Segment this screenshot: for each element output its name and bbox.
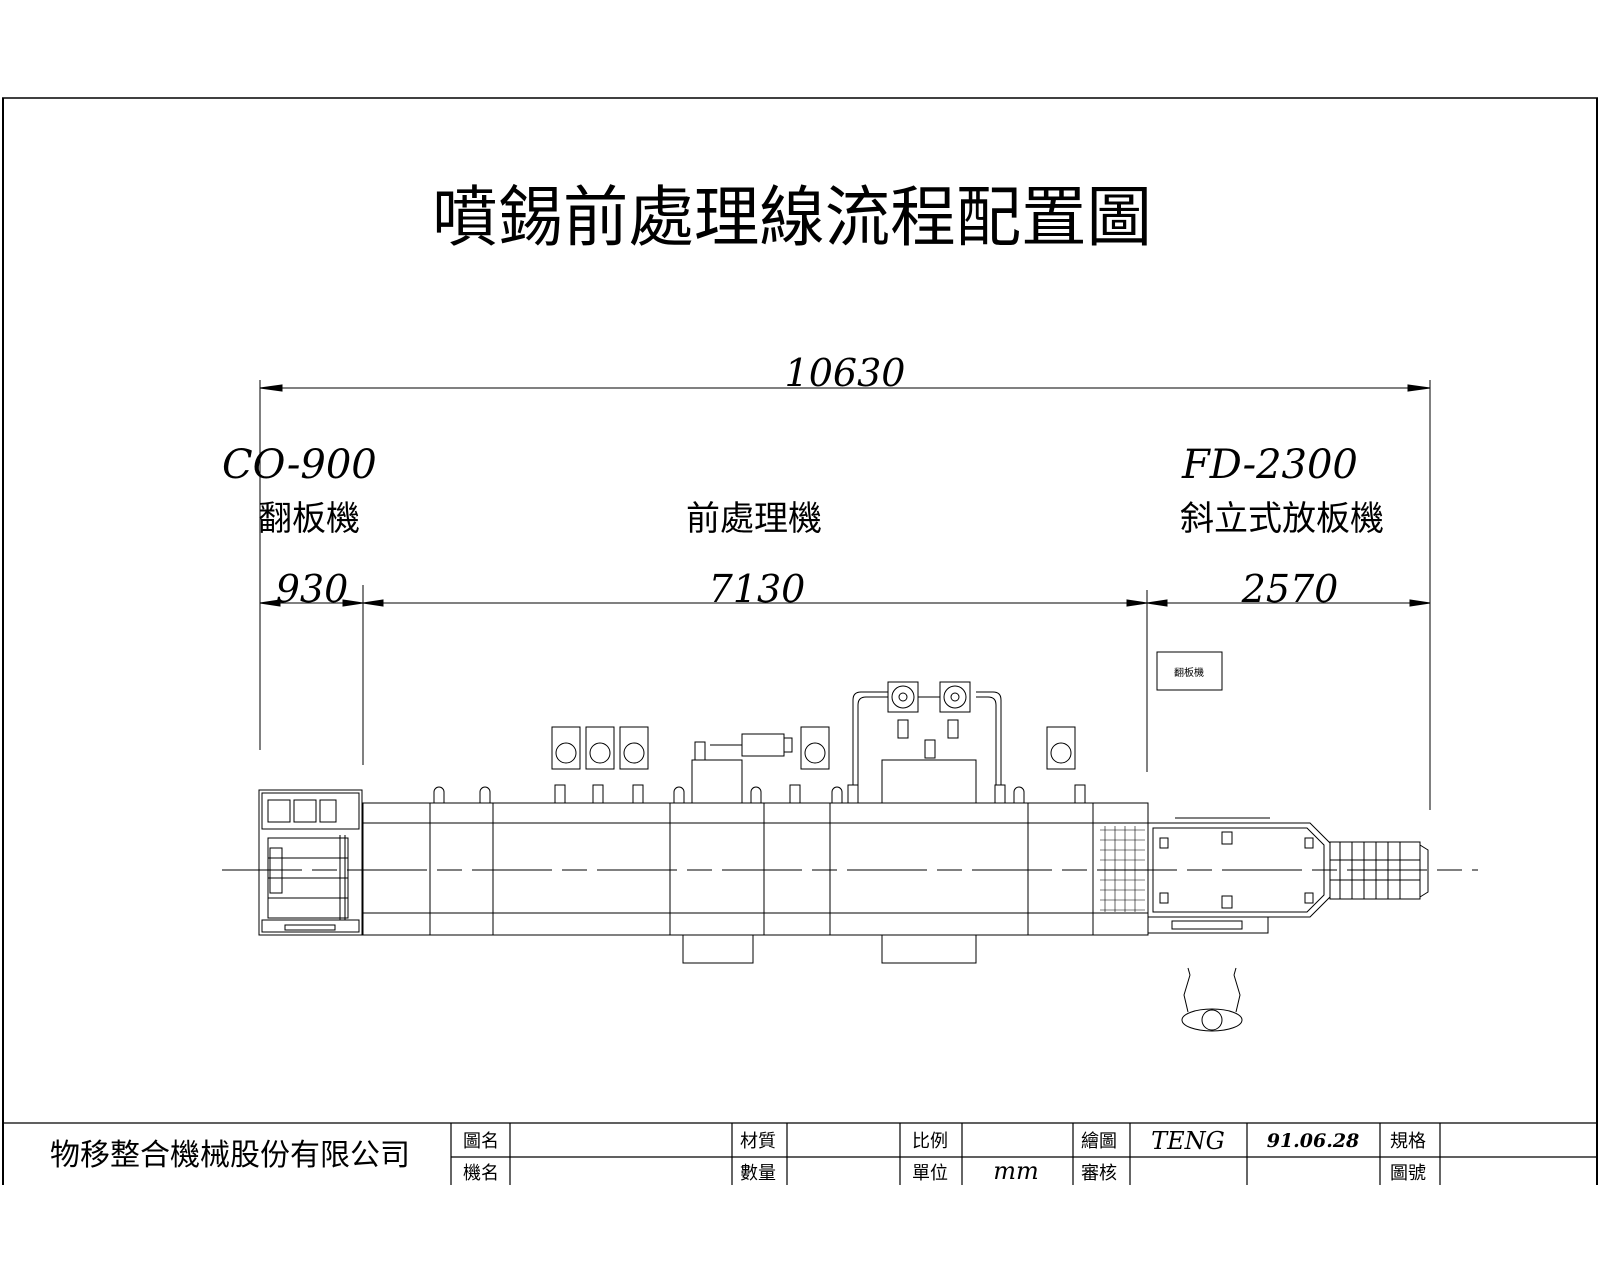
segment-dimension-lines	[259, 585, 1431, 772]
segment-dimension-flipper: 930	[276, 567, 349, 611]
company-name: 物移整合機械股份有限公司	[50, 1138, 410, 1173]
machine-model-fd2300: FD-2300	[1181, 442, 1358, 488]
pretreatment-machine	[362, 681, 1149, 964]
machine-name-label: 機名	[463, 1163, 499, 1184]
small-label-box-text: 翻板機	[1174, 666, 1204, 679]
unit-label: 單位	[912, 1163, 948, 1184]
drawing-title: 噴錫前處理線流程配置圖	[432, 179, 1152, 256]
checked-by-label: 審核	[1081, 1163, 1117, 1184]
machine-name-flipper: 翻板機	[258, 499, 360, 539]
sheet-frame	[2, 97, 1598, 1185]
loader-machine	[1147, 817, 1429, 934]
machine-name-loader: 斜立式放板機	[1180, 499, 1384, 539]
drawing-name-label: 圖名	[463, 1131, 499, 1152]
scale-label: 比例	[912, 1131, 948, 1152]
segment-dimension-loader: 2570	[1241, 567, 1339, 611]
spec-label: 規格	[1390, 1131, 1426, 1152]
drawn-by-label: 繪圖	[1081, 1131, 1117, 1152]
overall-dimension-line	[259, 380, 1431, 810]
quantity-label: 數量	[740, 1163, 776, 1184]
machine-model-co900: CO-900	[222, 442, 377, 488]
overall-dimension-text: 10630	[785, 351, 906, 395]
drawing-number-label: 圖號	[1390, 1163, 1426, 1184]
title-block-grid	[3, 1122, 1597, 1185]
drawn-by-value: TENG	[1151, 1127, 1225, 1155]
segment-dimension-pretreatment: 7130	[709, 567, 806, 611]
operator-figure	[1181, 967, 1243, 1032]
small-label-box	[1156, 651, 1223, 691]
machine-name-pretreatment: 前處理機	[686, 499, 822, 539]
unit-value: mm	[993, 1157, 1039, 1185]
flipper-machine	[258, 789, 363, 936]
material-label: 材質	[740, 1131, 776, 1152]
drawing-date: 91.06.28	[1267, 1130, 1360, 1152]
